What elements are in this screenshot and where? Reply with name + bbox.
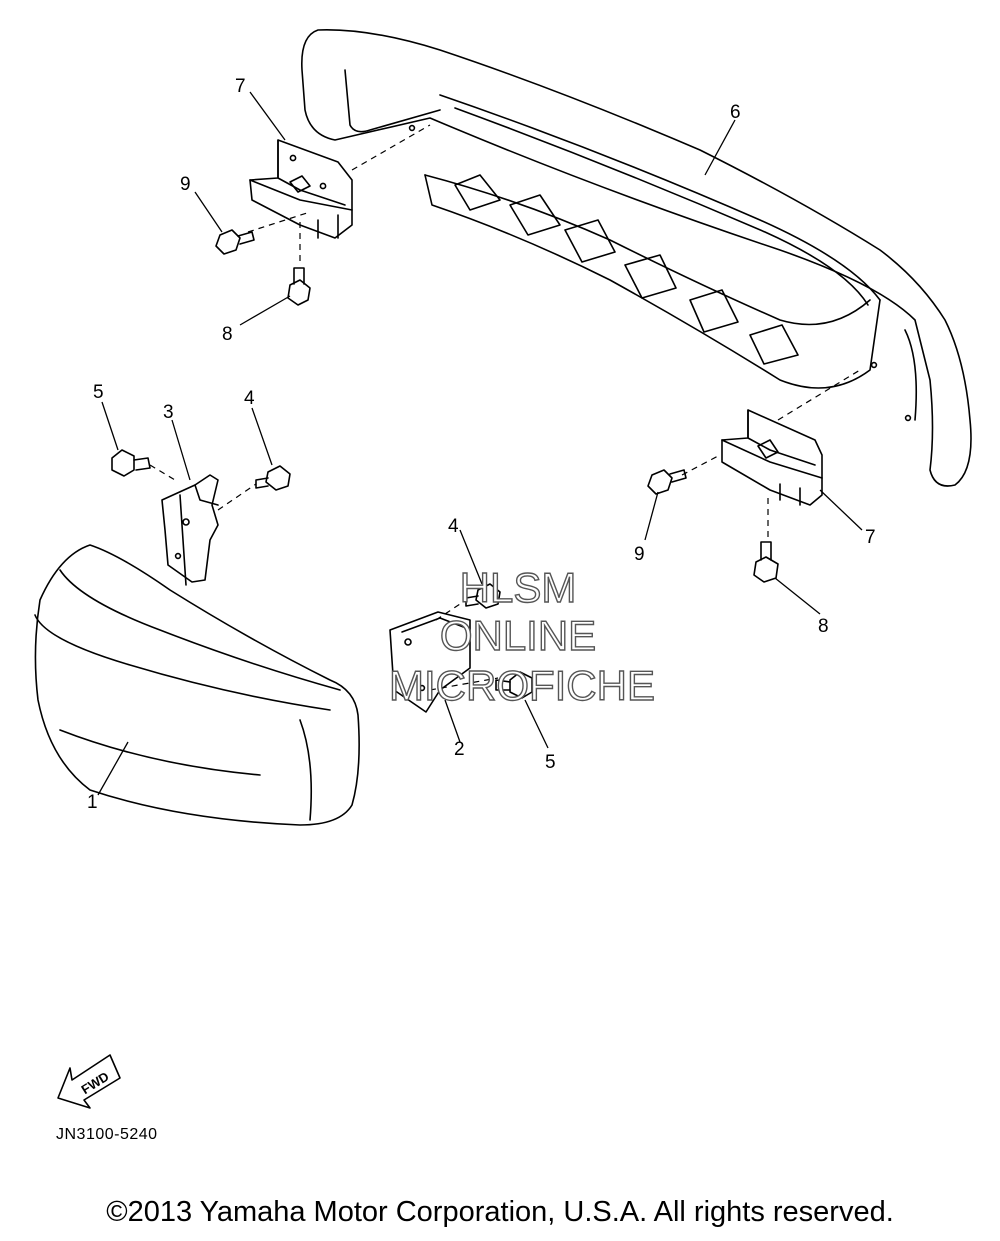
bolt-part-4-center bbox=[465, 583, 501, 609]
bolt-part-9-left bbox=[215, 229, 255, 255]
watermark-line-1: HLSM bbox=[460, 564, 577, 611]
bolt-part-8-right bbox=[753, 541, 779, 583]
callout-2: 2 bbox=[454, 739, 465, 760]
bracket-part-3 bbox=[161, 474, 219, 586]
callout-9-right: 9 bbox=[634, 544, 645, 565]
callout-5-center: 5 bbox=[545, 752, 556, 773]
rear-bumper-part-6 bbox=[301, 29, 972, 487]
watermark: HLSM ONLINE MICROFICHE bbox=[388, 563, 655, 709]
callout-8-right: 8 bbox=[818, 616, 829, 637]
watermark-line-3: MICROFICHE bbox=[389, 662, 655, 709]
callout-4-center: 4 bbox=[448, 516, 459, 537]
bolt-part-5-center bbox=[495, 671, 533, 699]
callout-6: 6 bbox=[730, 102, 741, 123]
callout-5-left: 5 bbox=[93, 382, 104, 403]
callout-labels: 6 7 9 8 5 3 4 4 9 7 8 2 5 1 bbox=[87, 76, 876, 813]
bracket-part-7-left bbox=[249, 139, 353, 239]
callout-8-left: 8 bbox=[222, 324, 233, 345]
watermark-line-2: ONLINE bbox=[440, 612, 596, 659]
copyright-notice: ©2013 Yamaha Motor Corporation, U.S.A. A… bbox=[106, 1196, 894, 1228]
callout-9-left: 9 bbox=[180, 174, 191, 195]
assembly-lines bbox=[149, 124, 861, 691]
leader-lines bbox=[97, 91, 863, 796]
callout-1: 1 bbox=[87, 792, 98, 813]
callout-7-left: 7 bbox=[235, 76, 246, 97]
bolt-part-9-right bbox=[647, 469, 687, 495]
bolt-part-4-left bbox=[255, 465, 291, 491]
callout-7-right: 7 bbox=[865, 527, 876, 548]
front-bumper-part-1 bbox=[34, 544, 360, 826]
callout-4-left: 4 bbox=[244, 388, 255, 409]
fwd-arrow-icon: FWD bbox=[57, 1054, 121, 1109]
bolt-part-8-left bbox=[287, 267, 311, 306]
callout-3: 3 bbox=[163, 402, 174, 423]
bolt-part-5-left bbox=[111, 449, 151, 477]
diagram-code: JN3100-5240 bbox=[56, 1126, 158, 1143]
bracket-part-7-right bbox=[721, 409, 823, 506]
